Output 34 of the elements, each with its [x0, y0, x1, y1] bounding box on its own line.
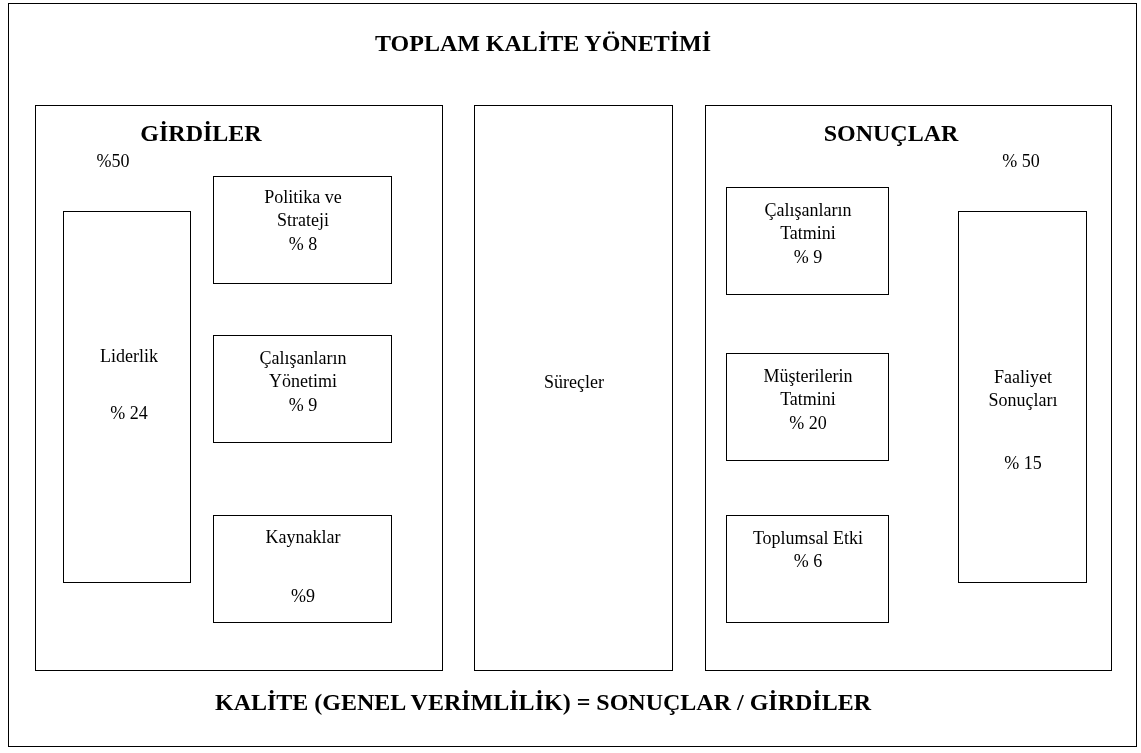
- criterion-box: [726, 515, 889, 623]
- criterion-box: [213, 515, 392, 623]
- criterion-name: Faaliyet Sonuçları: [987, 366, 1059, 412]
- criterion-name: Politika ve Strateji: [263, 186, 343, 232]
- percentage-weight: % 6: [792, 549, 824, 573]
- inputs-panel: [35, 105, 443, 671]
- criterion-name: Çalışanların Tatmini: [763, 199, 853, 245]
- percentage-weight: %9: [290, 584, 316, 608]
- criterion-name: Toplumsal Etki: [751, 526, 865, 550]
- criterion-box: [958, 211, 1087, 583]
- criterion-name: Liderlik: [99, 344, 159, 368]
- results-panel: [705, 105, 1112, 671]
- percentage-weight: % 24: [109, 401, 149, 425]
- criterion-box: [726, 187, 889, 295]
- panel-heading: GİRDİLER: [140, 121, 262, 145]
- criterion-name: Süreçler: [543, 370, 605, 394]
- process-box: [474, 105, 673, 671]
- percentage-weight: % 9: [287, 393, 319, 417]
- percentage-weight: % 50: [1001, 149, 1041, 173]
- percentage-weight: % 9: [792, 245, 824, 269]
- criterion-name: Çalışanların Yönetimi: [258, 347, 348, 393]
- criterion-box: [726, 353, 889, 461]
- criterion-name: Müşterilerin Tatmini: [762, 365, 854, 411]
- criterion-box: [63, 211, 191, 583]
- criterion-box: [213, 335, 392, 443]
- diagram-title: TOPLAM KALİTE YÖNETİMİ: [375, 29, 711, 57]
- criterion-box: [213, 176, 392, 284]
- percentage-weight: % 15: [1003, 451, 1043, 475]
- formula-text: KALİTE (GENEL VERİMLİLİK) = SONUÇLAR / GİRDİLER: [215, 688, 871, 716]
- percentage-weight: % 20: [788, 411, 828, 435]
- percentage-weight: % 8: [287, 232, 319, 256]
- percentage-weight: %50: [95, 149, 131, 173]
- panel-heading: SONUÇLAR: [823, 121, 959, 145]
- criterion-name: Kaynaklar: [264, 525, 342, 549]
